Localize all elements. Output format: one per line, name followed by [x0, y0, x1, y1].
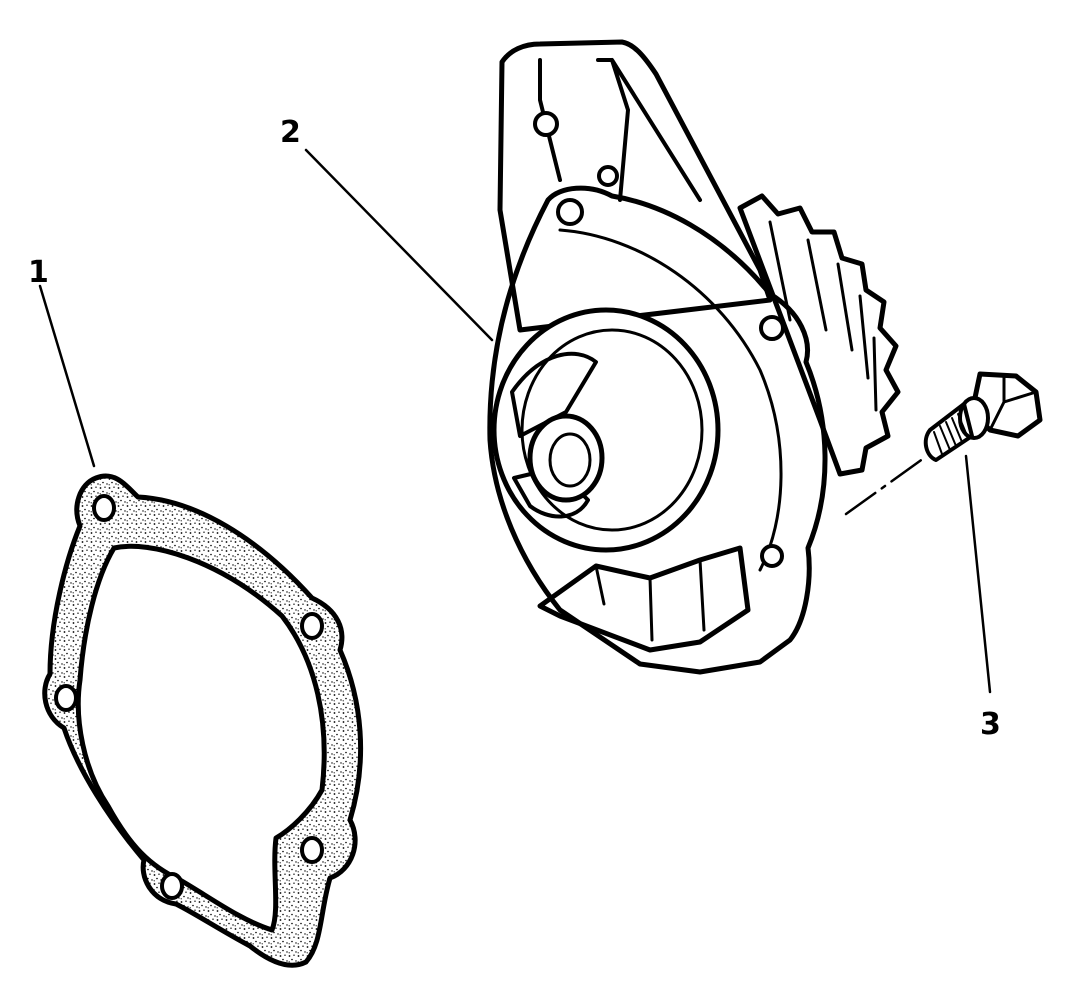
bolt-shank: [923, 402, 974, 462]
water-pump: [487, 39, 901, 675]
leader-line-3: [964, 454, 992, 694]
gasket-hole: [300, 836, 324, 864]
leader-line-2: [304, 148, 494, 342]
gasket-inner-opening: [75, 543, 327, 933]
drive-sprocket: [737, 193, 901, 477]
pump-shaft-end: [548, 432, 592, 488]
bracket-hole: [533, 111, 559, 137]
housing-bolt-hole: [759, 315, 785, 341]
bolt-thread: [933, 413, 969, 455]
gasket-hole: [300, 612, 324, 640]
impeller-vane: [510, 351, 598, 438]
gasket-hole: [54, 684, 78, 712]
gasket: [42, 473, 364, 968]
bracket-hole: [597, 165, 619, 187]
housing-bolt-hole: [556, 198, 584, 226]
callout-3: 3: [980, 707, 1001, 742]
housing-bolt-hole: [760, 544, 784, 568]
flange-bolt: [923, 371, 1043, 462]
impeller-boss-ring: [520, 328, 704, 532]
gasket-hole: [160, 872, 184, 900]
pump-housing: [487, 185, 828, 675]
assembly-centre-line: [844, 456, 926, 516]
leader-line-1: [38, 284, 96, 468]
gasket-hole: [92, 494, 116, 522]
callout-2: 2: [280, 115, 301, 150]
pump-bracket: [497, 39, 773, 333]
pump-housing-inner-rim: [558, 228, 783, 572]
callout-1: 1: [28, 255, 49, 290]
pump-outlet: [537, 545, 751, 653]
impeller-vane: [512, 466, 590, 519]
gasket-bolt-holes: [54, 494, 324, 900]
pump-bracket-rib: [538, 58, 702, 202]
